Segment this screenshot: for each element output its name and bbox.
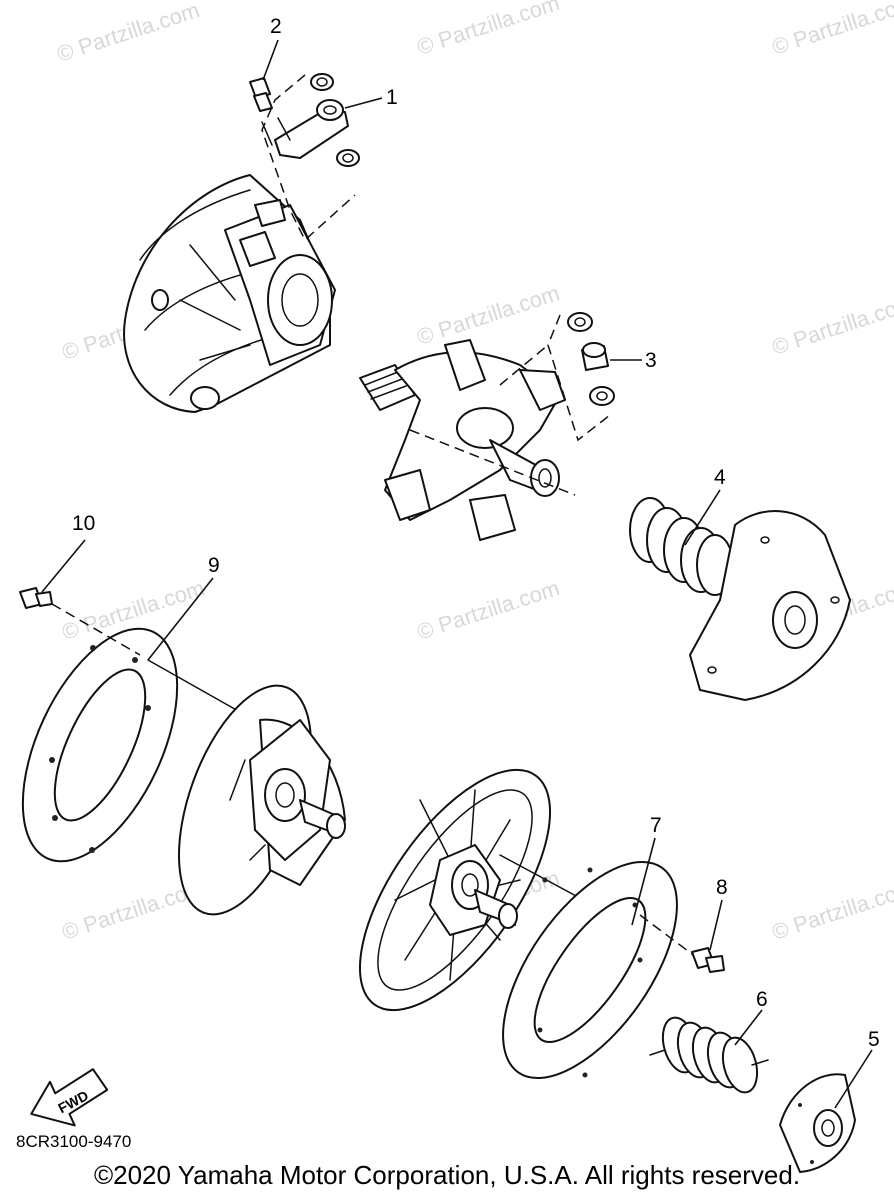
part-9-cover-plate bbox=[21, 603, 179, 863]
callout-4: 4 bbox=[714, 466, 726, 489]
sheave-cover-housing bbox=[123, 174, 336, 413]
watermark: © Partzilla.com bbox=[54, 0, 203, 67]
part-5-bracket bbox=[779, 1073, 856, 1173]
fwd-arrow-icon: FWD bbox=[30, 1068, 109, 1127]
watermark: © Partzilla.com bbox=[769, 875, 894, 945]
spider-shaft-assembly bbox=[359, 339, 576, 541]
part-1-weight-arm bbox=[261, 73, 360, 242]
part-10-bolt bbox=[19, 587, 53, 609]
diagram-code: 8CR3100-9470 bbox=[16, 1132, 132, 1151]
callout-7: 7 bbox=[650, 814, 662, 837]
callout-leaders bbox=[41, 39, 873, 1109]
callout-9: 9 bbox=[208, 554, 220, 577]
watermark: © Partzilla.com bbox=[414, 575, 563, 645]
callout-5: 5 bbox=[868, 1028, 880, 1051]
fixed-sheave bbox=[147, 659, 346, 916]
watermark: © Partzilla.com bbox=[414, 280, 563, 350]
watermark: © Partzilla.com bbox=[769, 0, 894, 60]
callout-10: 10 bbox=[72, 512, 95, 535]
spring-seat bbox=[689, 510, 851, 701]
callout-labels: 1 2 3 4 5 6 7 8 9 10 bbox=[72, 15, 880, 1051]
part-6-spring bbox=[649, 1016, 769, 1094]
part-8-bolt bbox=[691, 947, 725, 973]
movable-sheave bbox=[358, 768, 631, 1012]
watermark: © Partzilla.com bbox=[769, 290, 894, 360]
watermark: © Partzilla.com bbox=[414, 0, 563, 60]
part-2-bolt bbox=[249, 77, 273, 112]
callout-3: 3 bbox=[645, 349, 657, 372]
callout-1: 1 bbox=[386, 86, 398, 109]
copyright-notice: ©2020 Yamaha Motor Corporation, U.S.A. A… bbox=[93, 1160, 801, 1190]
part-4-spring bbox=[629, 497, 734, 596]
callout-8: 8 bbox=[716, 876, 728, 899]
callout-2: 2 bbox=[270, 15, 282, 38]
part-3-bushings bbox=[499, 312, 615, 442]
callout-6: 6 bbox=[756, 988, 768, 1011]
